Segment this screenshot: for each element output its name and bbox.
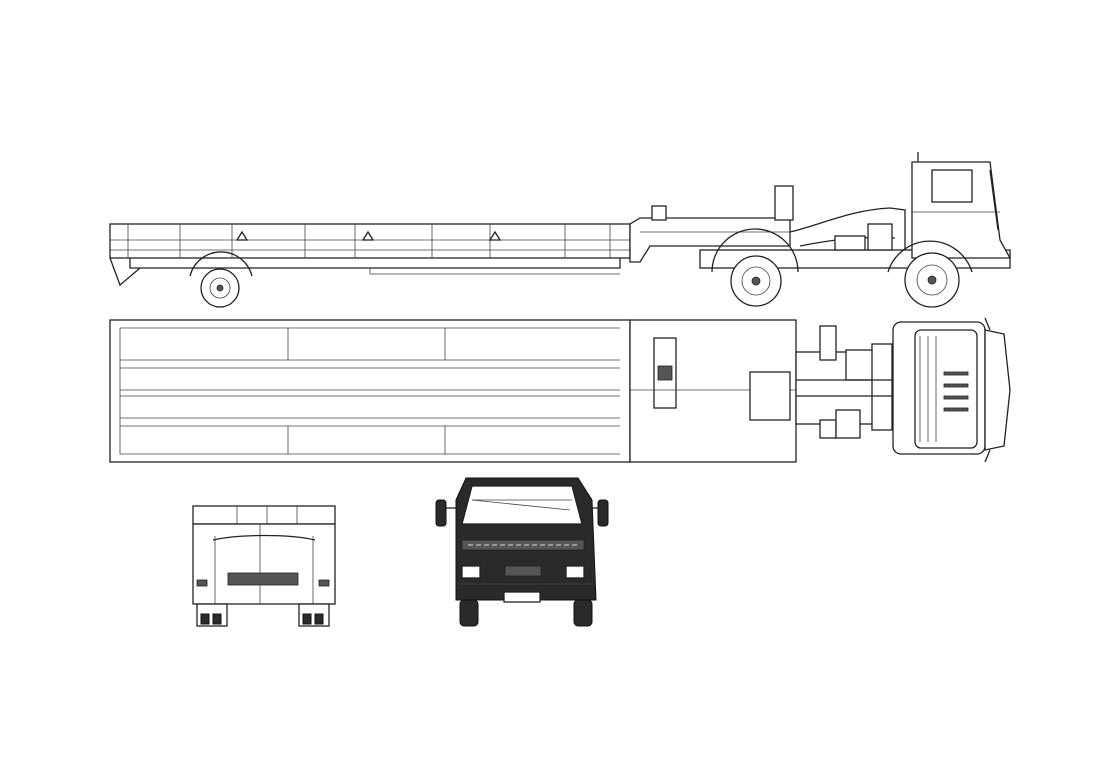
- top-view: [109, 317, 1011, 463]
- trailer-wheel: [189, 251, 253, 308]
- front-view: [435, 477, 609, 627]
- trailer-plan: [109, 319, 631, 463]
- rear-number-plate: [227, 572, 299, 586]
- tractor-plan: [749, 317, 1011, 463]
- side-view: [109, 152, 1012, 308]
- trailer-deck: [109, 223, 631, 287]
- tractor-side: [699, 152, 1012, 308]
- front-number-plate: [503, 591, 541, 603]
- rear-view: [192, 505, 336, 627]
